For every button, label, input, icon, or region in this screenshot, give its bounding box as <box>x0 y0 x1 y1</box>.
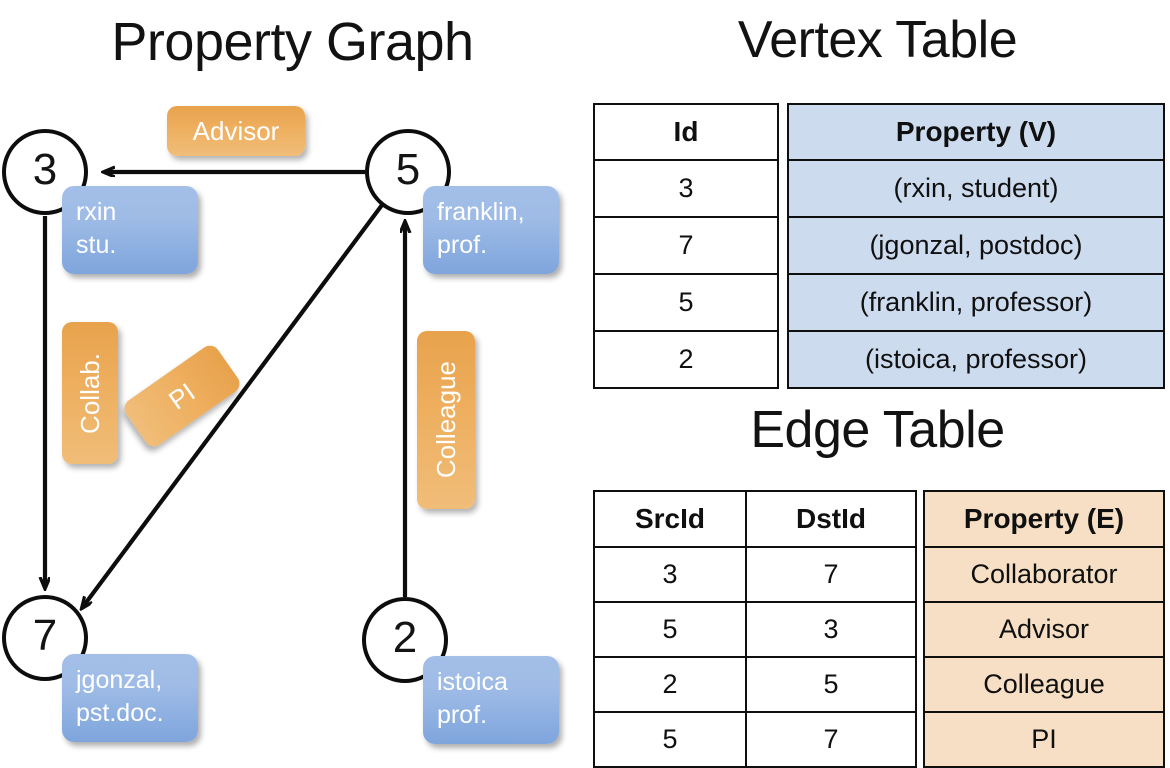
vertex-table-id-column: Id 3 7 5 2 <box>593 103 779 389</box>
edge-label-collab-text: Collab. <box>74 352 105 434</box>
edge-label-advisor: Advisor <box>167 106 305 156</box>
table-row: 5 3 <box>593 601 917 658</box>
edge-cell-src-2: 2 <box>593 656 747 713</box>
node-property-box-3: rxin stu. <box>62 186 198 274</box>
graph-node-2[interactable]: 2 <box>362 597 448 683</box>
graph-edges-layer <box>0 0 585 760</box>
table-row: SrcId DstId <box>593 490 917 548</box>
edge-cell-src-1: 5 <box>593 601 747 658</box>
edge-table-property-column: Property (E) Collaborator Advisor Collea… <box>923 490 1165 768</box>
table-row: 3 <box>593 159 779 218</box>
edge-table-id-columns: SrcId DstId 3 7 5 3 2 5 5 7 <box>593 490 917 768</box>
edge-label-pi-text: PI <box>163 376 201 415</box>
page-title-vertex-table: Vertex Table <box>737 11 1018 69</box>
table-row: (jgonzal, postdoc) <box>787 216 1165 275</box>
edge-table-header-property: Property (E) <box>923 490 1165 548</box>
edge-cell-src-0: 3 <box>593 546 747 603</box>
node-property-2-line1: istoica <box>437 668 508 696</box>
graph-node-5-label: 5 <box>395 145 421 194</box>
page-title-property-graph: Property Graph <box>111 12 474 72</box>
node-property-5-line2: prof. <box>437 231 488 259</box>
node-property-box-2: istoica prof. <box>423 656 559 744</box>
vertex-cell-property-2: (franklin, professor) <box>787 273 1165 332</box>
vertex-table-header-id: Id <box>593 103 779 161</box>
vertex-table-header-property: Property (V) <box>787 103 1165 161</box>
edge-cell-dst-0: 7 <box>745 546 917 603</box>
node-property-2-line2: prof. <box>437 701 488 729</box>
graph-node-3-label: 3 <box>32 145 58 194</box>
node-property-3-line1: rxin <box>76 198 117 226</box>
edge-label-advisor-text: Advisor <box>192 115 280 146</box>
vertex-cell-id-0: 3 <box>593 159 779 218</box>
graph-node-5[interactable]: 5 <box>365 129 451 215</box>
page-title-edge-table: Edge Table <box>750 401 1005 459</box>
table-row: (rxin, student) <box>787 159 1165 218</box>
table-row: 2 <box>593 330 779 389</box>
table-row: 2 5 <box>593 656 917 713</box>
node-property-7-line2: pst.doc. <box>76 699 164 727</box>
table-row: Colleague <box>923 656 1165 713</box>
node-property-3-line2: stu. <box>76 231 117 259</box>
vertex-table-property-column: Property (V) (rxin, student) (jgonzal, p… <box>787 103 1165 389</box>
table-row: Id <box>593 103 779 161</box>
vertex-cell-id-2: 5 <box>593 273 779 332</box>
table-row: 7 <box>593 216 779 275</box>
vertex-cell-property-3: (istoica, professor) <box>787 330 1165 389</box>
edge-table-header-srcid: SrcId <box>593 490 747 548</box>
graph-node-7-label: 7 <box>32 611 58 660</box>
vertex-cell-property-1: (jgonzal, postdoc) <box>787 216 1165 275</box>
edge-cell-dst-2: 5 <box>745 656 917 713</box>
edge-cell-dst-3: 7 <box>745 711 917 768</box>
edge-cell-property-0: Collaborator <box>923 546 1165 603</box>
edge-table-header-dstid: DstId <box>745 490 917 548</box>
node-property-box-5: franklin, prof. <box>423 186 559 274</box>
table-row: 5 <box>593 273 779 332</box>
node-property-box-7: jgonzal, pst.doc. <box>62 654 198 742</box>
table-row: Collaborator <box>923 546 1165 603</box>
edge-cell-src-3: 5 <box>593 711 747 768</box>
table-row: 5 7 <box>593 711 917 768</box>
edge-cell-property-3: PI <box>923 711 1165 768</box>
edge-cell-property-1: Advisor <box>923 601 1165 658</box>
node-property-5-line1: franklin, <box>437 198 525 226</box>
vertex-cell-id-3: 2 <box>593 330 779 389</box>
edge-cell-dst-1: 3 <box>745 601 917 658</box>
edge-label-colleague-text: Colleague <box>430 361 461 479</box>
table-row: Property (E) <box>923 490 1165 548</box>
vertex-cell-property-0: (rxin, student) <box>787 159 1165 218</box>
edge-label-collab: Collab. <box>62 322 118 464</box>
table-row: (franklin, professor) <box>787 273 1165 332</box>
table-row: 3 7 <box>593 546 917 603</box>
vertex-cell-id-1: 7 <box>593 216 779 275</box>
edge-5-to-7 <box>82 203 384 608</box>
table-row: Advisor <box>923 601 1165 658</box>
edge-label-colleague: Colleague <box>417 331 475 509</box>
graph-node-2-label: 2 <box>392 613 418 662</box>
edge-cell-property-2: Colleague <box>923 656 1165 713</box>
table-row: PI <box>923 711 1165 768</box>
node-property-7-line1: jgonzal, <box>76 666 163 694</box>
table-row: (istoica, professor) <box>787 330 1165 389</box>
table-row: Property (V) <box>787 103 1165 161</box>
